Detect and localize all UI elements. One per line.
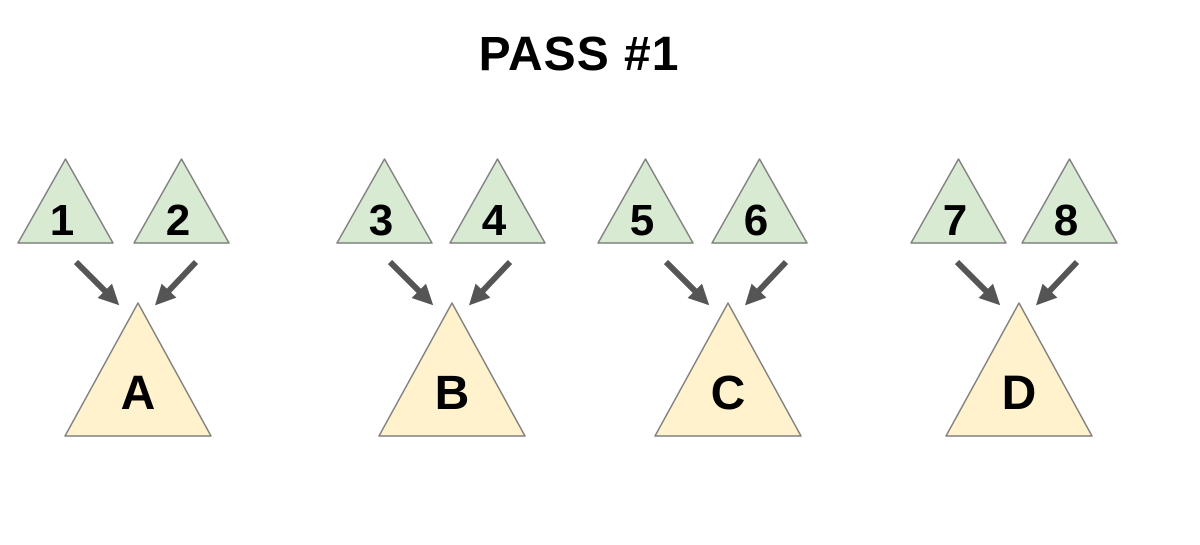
input-triangle-label: 6 xyxy=(744,196,768,245)
output-triangle-label: B xyxy=(435,367,470,420)
output-triangle xyxy=(945,302,1093,437)
diagram-title: PASS #1 xyxy=(479,28,680,81)
input-triangle xyxy=(133,158,230,244)
arrow-down-left-icon xyxy=(1035,259,1080,306)
input-triangle xyxy=(449,158,546,244)
output-triangle xyxy=(654,302,802,437)
arrow-down-right-icon xyxy=(954,259,1001,306)
input-triangle xyxy=(711,158,808,244)
arrow-down-left-icon xyxy=(154,259,199,306)
arrow-down-right-icon xyxy=(663,259,710,306)
merge-group-b: 3 4 B xyxy=(336,158,546,437)
input-triangle-label: 5 xyxy=(630,196,654,245)
output-triangle xyxy=(378,302,526,437)
arrow-down-left-icon xyxy=(468,259,513,306)
arrow-down-right-icon xyxy=(73,259,120,306)
input-triangle xyxy=(17,158,114,244)
merge-group-c: 5 6 C xyxy=(597,158,808,437)
input-triangle xyxy=(1021,158,1118,244)
input-triangle-label: 4 xyxy=(482,196,507,245)
output-triangle-label: A xyxy=(121,367,156,420)
input-triangle-label: 8 xyxy=(1054,196,1078,245)
input-triangle-label: 2 xyxy=(166,196,190,245)
input-triangle xyxy=(597,158,694,244)
output-triangle-label: C xyxy=(711,367,746,420)
merge-group-a: 1 2 A xyxy=(17,158,230,437)
input-triangle xyxy=(910,158,1007,244)
input-triangle-label: 7 xyxy=(943,196,967,245)
arrow-down-left-icon xyxy=(744,259,789,306)
output-triangle-label: D xyxy=(1002,367,1037,420)
arrow-down-right-icon xyxy=(387,259,434,306)
input-triangle xyxy=(336,158,433,244)
output-triangle xyxy=(64,302,212,437)
merge-group-d: 7 8 D xyxy=(910,158,1118,437)
input-triangle-label: 3 xyxy=(369,196,393,245)
input-triangle-label: 1 xyxy=(50,196,74,245)
